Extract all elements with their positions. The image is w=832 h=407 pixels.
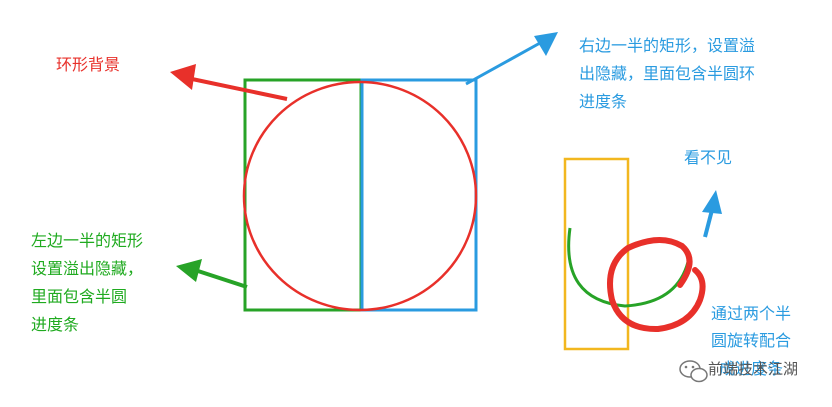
watermark-text: 前端技术江湖 (708, 360, 799, 378)
label-left-rect-line3: 里面包含半圆 (31, 287, 128, 306)
label-right-rect-line3: 进度条 (579, 92, 628, 111)
label-invisible: 看不见 (684, 148, 733, 167)
label-left-rect-line4: 进度条 (31, 315, 80, 334)
left-half-rect (243, 78, 363, 312)
label-right-rect-line2: 出隐藏，里面包含半圆环 (579, 64, 756, 83)
green-arrow-icon (176, 259, 248, 289)
label-left-rect-line2: 设置溢出隐藏， (31, 259, 144, 278)
orange-clip-rect (563, 157, 630, 351)
label-rotate-line1: 通过两个半 (711, 304, 792, 323)
red-scribble-circle (607, 237, 706, 333)
ring-background-circle (242, 80, 478, 312)
blue-arrow-top-icon (465, 32, 558, 86)
label-right-rect-line1: 右边一半的矩形，设置溢 (579, 36, 756, 55)
green-half-arc (567, 227, 690, 308)
wechat-icon (679, 360, 708, 383)
right-half-rect (360, 78, 478, 312)
label-left-rect-line1: 左边一半的矩形 (31, 231, 144, 250)
label-progress-partial: 成进度条 (719, 359, 784, 378)
blue-arrow-small-icon (702, 190, 722, 238)
red-arrow-icon (170, 64, 288, 101)
label-rotate-line2: 圆旋转配合 (711, 331, 792, 350)
label-ring-background: 环形背景 (56, 55, 121, 74)
